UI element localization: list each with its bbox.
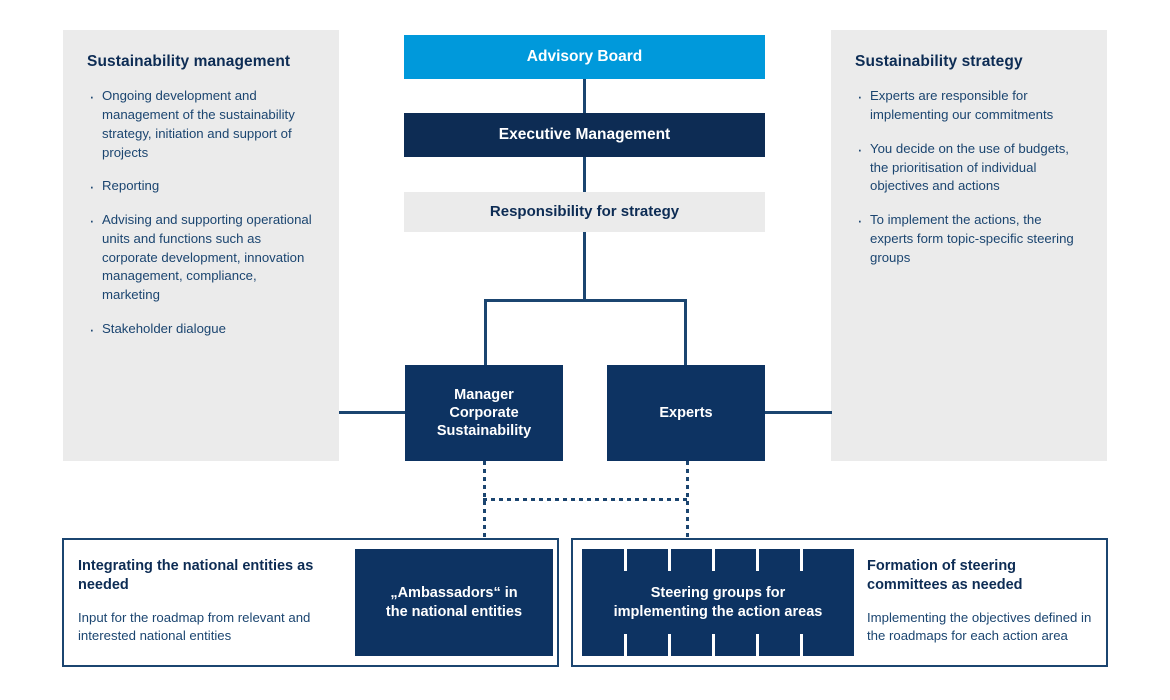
list-item: Advising and supporting operational unit… (87, 210, 315, 305)
sustainability-management-panel: Sustainability management Ongoing develo… (63, 30, 339, 461)
bottom-left-text-block: Integrating the national entities as nee… (78, 557, 348, 646)
node-manager-label-line-2: Corporate (449, 404, 519, 421)
steering-group-divider-icon (756, 634, 759, 656)
steering-group-divider-icon (712, 634, 715, 656)
right-panel-bullet-list: Experts are responsible for implementing… (855, 86, 1083, 267)
node-manager-label-line-1: Manager (454, 386, 514, 403)
sustainability-strategy-panel: Sustainability strategy Experts are resp… (831, 30, 1107, 461)
steering-group-divider-icon (800, 634, 803, 656)
steering-groups-box[interactable]: Steering groups for implementing the act… (582, 549, 854, 656)
bottom-right-title: Formation of steering committees as need… (867, 558, 1023, 593)
steering-group-divider-icon (712, 549, 715, 571)
ambassadors-box-label: „Ambassadors“ in the national entities (386, 584, 522, 622)
list-item: Experts are responsible for implementing… (855, 86, 1083, 124)
left-panel-title: Sustainability management (87, 53, 291, 70)
node-manager-label: Manager Corporate Sustainability (437, 386, 531, 440)
node-manager-label-line-3: Sustainability (436, 423, 532, 440)
bottom-left-body: Input for the roadmap from relevant and … (78, 609, 311, 644)
steering-group-divider-icon (668, 634, 671, 656)
node-responsibility-for-strategy[interactable]: Responsibility for strategy (404, 192, 765, 232)
list-item: You decide on the use of budgets, the pr… (855, 139, 1083, 196)
steering-group-divider-icon (800, 549, 803, 571)
connector-split-bus (484, 299, 686, 302)
node-manager-corporate-sustainability[interactable]: Manager Corporate Sustainability (405, 365, 563, 461)
left-panel-bullet-list: Ongoing development and management of th… (87, 86, 315, 340)
bottom-right-text-block: Formation of steering committees as need… (867, 557, 1095, 646)
connector-executive-to-responsibility (583, 157, 586, 192)
ambassadors-box-line-2: the national entities (385, 603, 523, 620)
steering-groups-box-line-2: implementing the action areas (613, 603, 823, 620)
connector-experts-to-right-panel (765, 411, 832, 414)
steering-groups-box-line-1: Steering groups for (650, 584, 786, 601)
list-item: Reporting (87, 176, 315, 197)
dotted-connector-experts-down (686, 461, 689, 541)
right-panel-title: Sustainability strategy (855, 53, 1023, 70)
dotted-connector-manager-down (483, 461, 486, 541)
list-item: Stakeholder dialogue (87, 319, 315, 340)
connector-bus-to-experts (684, 299, 687, 366)
bottom-left-title: Integrating the national entities as nee… (78, 558, 314, 593)
bottom-right-section: Steering groups for implementing the act… (571, 538, 1108, 667)
steering-group-divider-icon (668, 549, 671, 571)
node-advisory-board-label: Advisory Board (526, 48, 643, 66)
dotted-connector-crosslink (483, 498, 689, 501)
steering-group-divider-icon (624, 634, 627, 656)
steering-group-divider-icon (624, 549, 627, 571)
connector-bus-to-manager (484, 299, 487, 366)
node-responsibility-for-strategy-label: Responsibility for strategy (489, 202, 680, 220)
list-item: Ongoing development and management of th… (87, 86, 315, 162)
node-executive-management-label: Executive Management (498, 126, 671, 144)
connector-left-panel-to-manager (339, 411, 407, 414)
list-item: To implement the actions, the experts fo… (855, 210, 1083, 267)
connector-responsibility-down (583, 231, 586, 301)
node-experts-label: Experts (659, 404, 713, 421)
node-executive-management[interactable]: Executive Management (404, 113, 765, 157)
steering-group-divider-icon (756, 549, 759, 571)
node-experts[interactable]: Experts (607, 365, 765, 461)
ambassadors-box[interactable]: „Ambassadors“ in the national entities (355, 549, 553, 656)
bottom-right-body: Implementing the objectives defined in t… (867, 609, 1092, 644)
bottom-left-section: Integrating the national entities as nee… (62, 538, 559, 667)
node-advisory-board[interactable]: Advisory Board (404, 35, 765, 79)
connector-advisory-to-executive (583, 78, 586, 113)
steering-groups-box-label: Steering groups for implementing the act… (614, 584, 823, 622)
ambassadors-box-line-1: „Ambassadors“ in (390, 584, 518, 601)
